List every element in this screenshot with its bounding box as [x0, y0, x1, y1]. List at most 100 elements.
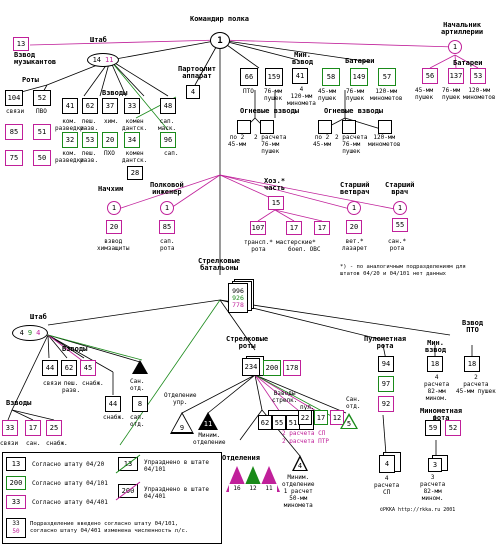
engineer-sub-node[interactable]: 85 [159, 220, 175, 234]
bt-platoon-node-0[interactable]: 44 [42, 360, 58, 376]
bt-staff-node[interactable]: 4 9 4 [12, 325, 48, 341]
art-battery-label-1: 76-мм пушек [442, 87, 461, 101]
company-alt-node-1[interactable]: 51 [33, 124, 51, 140]
platoon-node-4[interactable]: 48 [160, 98, 176, 114]
staff-label: Штаб [90, 36, 107, 44]
platoon-alt-node-3[interactable]: 34 [124, 132, 140, 148]
platoon-alt-node-4[interactable]: 96 [160, 132, 176, 148]
chem-node[interactable]: 1 [107, 201, 121, 215]
partorg-node[interactable]: 4 [186, 85, 200, 99]
legend-note-text: Подразделение введено согласно штату 04/… [30, 521, 189, 534]
rifle-co-node-2[interactable]: 178 [283, 360, 301, 376]
company-alt-node-2[interactable]: 75 [5, 150, 23, 166]
supply-item-node-1[interactable]: 17 [286, 221, 302, 235]
engineer-node[interactable]: 1 [160, 201, 174, 215]
art-chief-node[interactable]: 1 [448, 40, 462, 54]
bt-platoon-node-2[interactable]: 45 [80, 360, 96, 376]
platoon-alt-node-2[interactable]: 20 [102, 132, 118, 148]
section-node-1[interactable]: 12 [245, 484, 261, 492]
mortar-platoon-node[interactable]: 41 [292, 68, 308, 84]
bt-platoon2-node-1[interactable]: 8 [132, 396, 148, 412]
platoon-extra-node[interactable]: 28 [127, 166, 143, 180]
staff-node[interactable]: 14 11 [87, 53, 119, 67]
bt-mortar-sec-node[interactable]: 11 [203, 419, 213, 428]
company-alt-node-3[interactable]: 50 [33, 150, 51, 166]
company-node-1[interactable]: 52 [33, 90, 51, 106]
mg-node-1[interactable]: 97 [378, 376, 394, 392]
legend-sample-0: 13 [6, 457, 26, 471]
platoon-label-4: сап. маск. [158, 118, 177, 132]
bt-platoons-label: Взводы [62, 345, 88, 353]
doc-sub-node[interactable]: 55 [392, 218, 408, 232]
company-node-0[interactable]: 104 [5, 90, 23, 106]
chem-sub-label: взвод химзащиты [97, 238, 130, 252]
rifle-co-node-0[interactable]: 234 [242, 358, 260, 376]
platoon-node-2[interactable]: 37 [102, 98, 118, 114]
bt-platoon2-node-0[interactable]: 44 [105, 396, 121, 412]
platoon-alt-node-0[interactable]: 32 [62, 132, 78, 148]
art-battery-node-2[interactable]: 53 [470, 68, 486, 84]
battery-mid-node-0[interactable]: 58 [322, 68, 340, 86]
pto-pl-node[interactable]: 18 [464, 356, 480, 372]
musicians-node[interactable]: 13 [13, 37, 29, 51]
bt-ctl-section-label: Отделение упр. [164, 392, 197, 406]
chem-label: Начхим [98, 185, 124, 193]
platoon-node-1[interactable]: 62 [82, 98, 98, 114]
rifle-co-node-1[interactable]: 200 [263, 360, 281, 376]
art-battery-node-1[interactable]: 137 [448, 68, 464, 84]
mg-sub-node[interactable]: 4 [379, 455, 395, 473]
vet-sub-node[interactable]: 20 [346, 220, 362, 234]
section-node-0[interactable]: 16 [229, 484, 245, 492]
battalion-node[interactable]: 996 926 778 [228, 283, 248, 313]
battery-mid-node-1[interactable]: 149 [350, 68, 368, 86]
pul-node-1[interactable]: 17 [314, 410, 328, 425]
doc-node[interactable]: 1 [393, 201, 407, 215]
mortar-pl-node[interactable]: 18 [427, 356, 443, 372]
mortar-node[interactable]: 4 [297, 461, 303, 470]
supply-node[interactable]: 15 [268, 196, 284, 210]
mg-node-2[interactable]: 92 [378, 396, 394, 412]
bt-san-label: Сан. отд. [130, 378, 145, 392]
art-chief-label: Начальник артиллерии [441, 21, 484, 36]
mortar-co-sub-node[interactable]: 3 [428, 458, 442, 472]
bt-platoon-node-1[interactable]: 62 [61, 360, 77, 376]
battery-mid-node-2[interactable]: 57 [378, 68, 396, 86]
fire-left-stack-b [260, 120, 274, 134]
company-alt-node-0[interactable]: 85 [5, 124, 23, 140]
mg-node-0[interactable]: 94 [378, 356, 394, 372]
bt-platoon3-node-2[interactable]: 25 [46, 420, 62, 436]
vet-node[interactable]: 1 [347, 201, 361, 215]
rifle-co-label: Стрелковые роты [226, 335, 269, 350]
supply-item-label-2: боеп. ОВС [288, 246, 321, 253]
art-battery-node-0[interactable]: 56 [422, 68, 438, 84]
fire-mid-stack-a [318, 120, 332, 134]
bt-san-triangle [132, 360, 148, 374]
bt-platoon3-node-0[interactable]: 33 [2, 420, 18, 436]
bt-san-node[interactable]: 3 [137, 365, 143, 374]
supply-item-node-0[interactable]: 107 [250, 221, 266, 235]
bt-platoon-label-2: снабж. [82, 380, 104, 387]
legend-text-2: Согласно штату 04/401 [32, 499, 108, 506]
pul-node-0[interactable]: 22 [298, 410, 312, 425]
guns76-node[interactable]: 159 [265, 68, 283, 86]
supply-item-node-2[interactable]: 17 [314, 221, 330, 235]
chem-sub-node[interactable]: 20 [106, 220, 122, 234]
platoon-node-3[interactable]: 33 [124, 98, 140, 114]
bt-platoon3-label-0: связи [0, 440, 19, 447]
rifle-pl-node-0[interactable]: 62 [258, 415, 272, 430]
fire-left-a: по 2 45-мм [228, 134, 247, 148]
crews-a: 2 расчета СП [282, 430, 326, 437]
doc-label: Старший врач [385, 181, 415, 196]
commander-label: Командир полка [190, 15, 250, 23]
bt-platoon3-node-1[interactable]: 17 [25, 420, 41, 436]
pto-node[interactable]: 66 [240, 68, 258, 86]
rifle-pl-node-1[interactable]: 55 [272, 415, 286, 430]
mortar-co-node-0[interactable]: 59 [425, 420, 441, 436]
bt-ctl-section-node[interactable]: 9 [179, 423, 185, 432]
platoon-node-0[interactable]: 41 [62, 98, 78, 114]
commander-node[interactable]: 1 [210, 32, 230, 49]
section-node-2[interactable]: 11 [261, 484, 277, 492]
san-otd-node[interactable]: 5 [346, 419, 352, 428]
mortar-co-node-1[interactable]: 52 [445, 420, 461, 436]
platoon-alt-node-1[interactable]: 53 [82, 132, 98, 148]
